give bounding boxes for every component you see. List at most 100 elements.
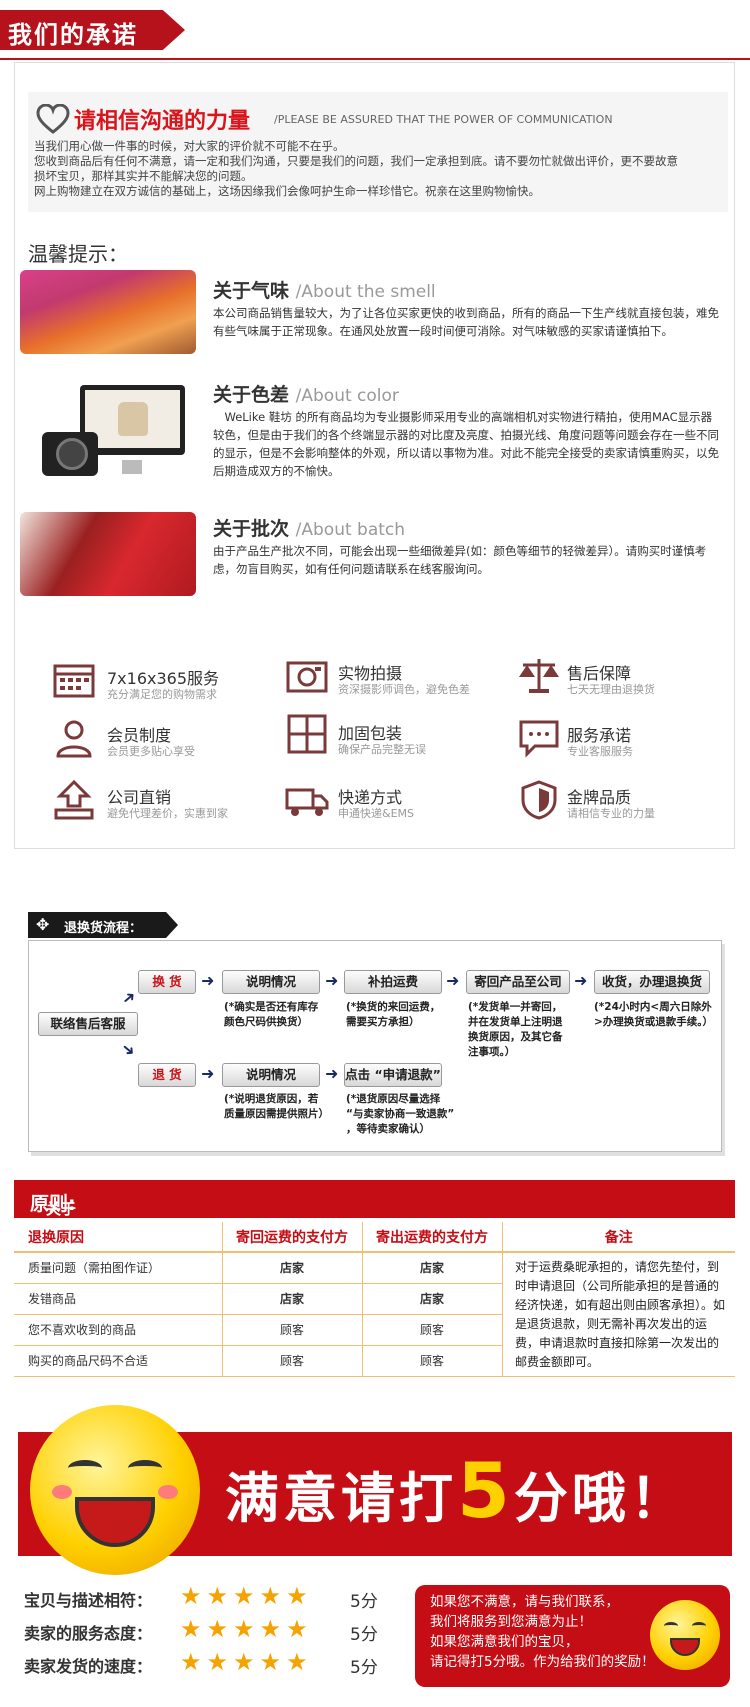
table-header-row: 退换原因 寄回运费的支付方 寄出运费的支付方 备注	[14, 1222, 735, 1253]
tips-heading: 温馨提示：	[28, 242, 128, 266]
service-sub: 确保产品完整无误	[338, 743, 426, 756]
service-item	[285, 655, 329, 699]
exchange-step-explain: 说明情况	[222, 970, 320, 994]
exchange-note-process: (*24小时内<周六日除外>办理换货或退款手续。）	[594, 1001, 714, 1028]
cell-remark	[502, 1252, 735, 1377]
service-sub: 充分满足您的购物需求	[107, 688, 217, 701]
arrow-right-icon: ➜	[201, 971, 215, 990]
cell-send-payer: 顾客	[362, 1314, 503, 1346]
heart-icon	[36, 104, 70, 134]
policy-banner-text: 关于退换货产生的快递费，我们遵循以下原则:	[30, 1193, 77, 1386]
refund-note-explain: (*说明退货原因，若质量原因需提供照片）	[224, 1093, 329, 1120]
trust-paragraph-4: 网上购物建立在双方诚信的基础上，这场因缘我们会像呵护生命一样珍惜它。祝亲在这里购…	[34, 184, 540, 198]
cell-return-payer: 店家	[222, 1252, 363, 1284]
service-title: 售后保障	[567, 664, 632, 683]
arrow-right-icon: ➜	[325, 1064, 339, 1083]
box-icon	[287, 714, 327, 754]
arrow-right-icon: ➜	[446, 971, 460, 990]
table-row: 购买的商品尺码不合适顾客顾客	[14, 1345, 735, 1377]
truck-icon	[285, 788, 329, 816]
trust-paragraph-1: 当我们用心做一件事的时候，对大家的评价就不可能不在乎。	[34, 139, 345, 153]
refund-step-apply: 点击 “申请退款”	[344, 1063, 442, 1087]
sewing-image	[20, 512, 196, 596]
service-item	[517, 655, 561, 699]
service-title: 7x16x365服务	[107, 669, 220, 688]
service-sub: 资深摄影师调色，避免色差	[338, 683, 470, 696]
tip-text-batch: 由于产品生产批次不同，可能会出现一些细微差异(如：颜色等细节的轻微差异）。请购买…	[213, 544, 707, 576]
cell-send-payer: 店家	[362, 1283, 503, 1315]
trust-paragraph-2: 您收到商品后有任何不满意，请一定和我们沟通，只要是我们的问题，我们一定承担到底。…	[34, 154, 678, 168]
service-item	[517, 780, 561, 824]
exchange-note-explain: (*确实是否还有库存颜色尺码供换货）	[224, 1001, 319, 1028]
service-sub: 七天无理由退换货	[567, 683, 655, 696]
service-item	[285, 780, 329, 824]
header-divider	[0, 58, 750, 60]
leather-image	[20, 270, 196, 354]
rating-row: 卖家发货的速度：	[24, 1657, 153, 1676]
refund-note-apply: (*退货原因尽量选择 “与卖家协商一致退款” ，等待卖家确认）	[346, 1093, 455, 1135]
table-row: 您不喜欢收到的商品顾客顾客	[14, 1314, 735, 1346]
table-row: 发错商品店家店家	[14, 1283, 735, 1315]
cell-send-payer: 顾客	[362, 1345, 503, 1377]
five-star-rating: ★★★★★	[180, 1582, 313, 1610]
upload-icon	[54, 779, 94, 820]
tip-title-color: 关于色差 /About color	[213, 384, 399, 406]
cell-reason: 发错商品	[14, 1283, 223, 1315]
service-sub: 请相信专业的力量	[567, 807, 655, 820]
rating-score: 5分	[350, 1625, 378, 1645]
policy-table: 退换原因 寄回运费的支付方 寄出运费的支付方 备注 质量问题（需拍图作证）店家店…	[14, 1222, 735, 1377]
computer-camera-image	[40, 380, 190, 485]
exchange-label: 换 货	[138, 970, 196, 994]
column-header: 寄出运费的支付方	[362, 1222, 503, 1253]
cell-reason: 购买的商品尺码不合适	[14, 1345, 223, 1377]
service-title: 金牌品质	[567, 788, 632, 807]
contact-service-step: 联络售后客服	[38, 1012, 138, 1036]
trust-title: 请相信沟通的力量	[74, 109, 251, 134]
calendar-icon	[53, 664, 95, 698]
rating-row: 卖家的服务态度：	[24, 1624, 153, 1643]
cell-return-payer: 顾客	[222, 1345, 363, 1377]
exchange-note-fee: (*换货的来回运费，需要买方承担）	[346, 1001, 441, 1028]
service-sub: 避免代理差价，实惠到家	[107, 807, 228, 820]
service-title: 实物拍摄	[338, 664, 403, 683]
service-item	[52, 779, 96, 824]
chat-icon	[519, 720, 559, 758]
cell-return-payer: 顾客	[222, 1314, 363, 1346]
five-star-rating: ★★★★★	[180, 1615, 313, 1643]
rating-score: 5分	[350, 1658, 378, 1678]
small-smiley-icon	[650, 1600, 720, 1670]
cell-reason: 您不喜欢收到的商品	[14, 1314, 223, 1346]
exchange-step-send-back: 寄回产品至公司	[466, 970, 570, 994]
service-sub: 会员更多贴心享受	[107, 745, 195, 758]
arrow-right-icon: ➜	[325, 971, 339, 990]
service-title: 公司直销	[107, 788, 172, 807]
smiley-face-icon	[30, 1405, 200, 1575]
refund-step-explain: 说明情况	[222, 1063, 320, 1087]
section-title-tag: 我们的承诺	[0, 10, 185, 50]
service-title: 快递方式	[338, 788, 403, 807]
rating-score: 5分	[350, 1592, 378, 1612]
user-icon	[56, 720, 92, 758]
service-item	[285, 714, 329, 758]
section-title: 我们的承诺	[8, 21, 138, 49]
trust-paragraph-3: 损坏宝贝，那样其实并不能解决您的问题。	[34, 169, 253, 183]
return-tag-label: 退换货流程：	[64, 921, 143, 936]
arrow-right-icon: ➜	[201, 1064, 215, 1083]
cell-reason: 质量问题（需拍图作证）	[14, 1252, 223, 1284]
policy-banner: 关于退换货产生的快递费，我们遵循以下原则:	[14, 1180, 735, 1386]
return-tag: ✥ 退换货流程：	[28, 912, 178, 938]
exchange-step-fee: 补拍运费	[344, 970, 442, 994]
exchange-note-send-back: (*发货单一并寄回，并在发货单上注明退换货原因，及其它备注事项。）	[468, 1001, 563, 1058]
five-star-rating: ★★★★★	[180, 1648, 313, 1676]
column-header: 备注	[502, 1222, 735, 1253]
tip-text-color: WeLike 鞋坊 的所有商品均为专业摄影师采用专业的高端相机对实物进行精拍，使…	[213, 410, 719, 478]
exchange-step-process: 收货，办理退换货	[594, 970, 710, 994]
policy-remark: 对于运费桑昵承担的，请您先垫付，到时申请退回（公司所能承担的是普通的经济快递，如…	[515, 1260, 726, 1369]
contact-text: 如果您不满意，请与我们联系， 我们将服务到您满意为止！ 如果您满意我们的宝贝， …	[430, 1594, 655, 1670]
scale-icon	[519, 659, 559, 693]
shield-icon	[521, 780, 557, 820]
column-header: 寄回运费的支付方	[222, 1222, 363, 1253]
arrow-right-icon: ➜	[574, 971, 588, 990]
service-item	[52, 660, 96, 704]
column-header: 退换原因	[14, 1222, 223, 1253]
